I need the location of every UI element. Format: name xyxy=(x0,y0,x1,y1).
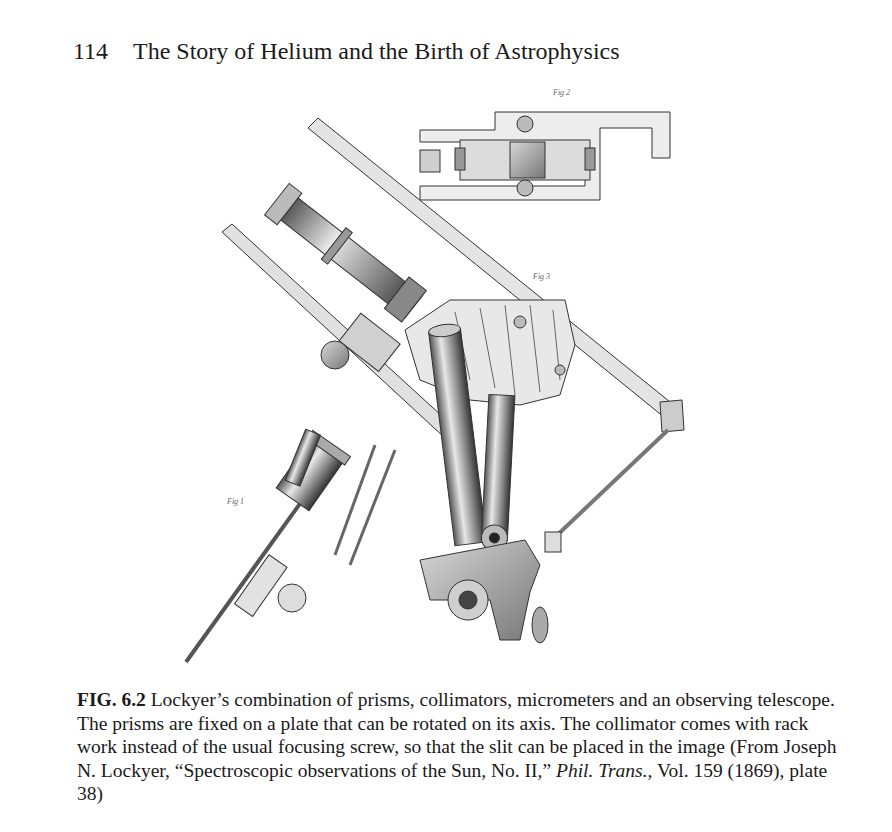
figure-label: Fig 1 xyxy=(226,497,245,506)
page-number: 114 xyxy=(73,38,108,65)
fig2-frame xyxy=(420,112,670,200)
caption-run: Phil. Trans. xyxy=(556,760,648,781)
fig1-micrometer xyxy=(186,429,395,662)
figure-label: Fig 3 xyxy=(532,272,551,281)
prism-train xyxy=(405,300,575,405)
collimator-tube xyxy=(429,329,487,546)
running-head: The Story of Helium and the Birth of Ast… xyxy=(133,38,620,65)
figure-label: Fig 2 xyxy=(552,88,571,97)
caption-run: FIG. 6.2 xyxy=(77,689,146,710)
figure-caption: FIG. 6.2 Lockyer’s combination of prisms… xyxy=(77,688,837,806)
second-tube xyxy=(481,394,515,540)
base-plate xyxy=(420,540,540,640)
